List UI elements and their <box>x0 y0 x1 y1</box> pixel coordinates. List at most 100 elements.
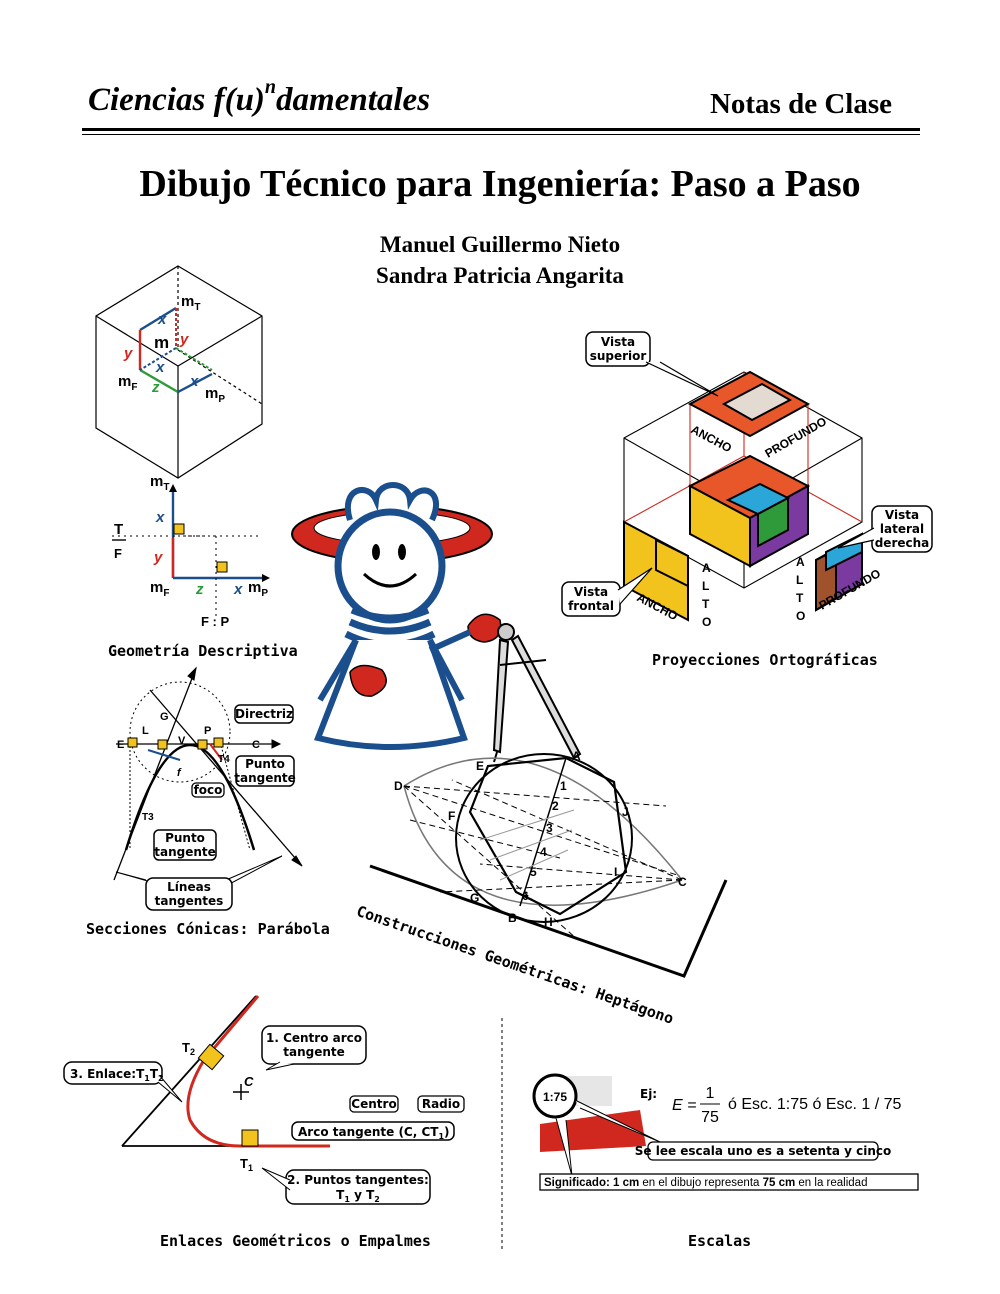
hep-4: 4 <box>540 845 547 859</box>
hep-G: G <box>470 891 479 905</box>
label-T2: T2 <box>182 1040 195 1057</box>
caption-enlaces: Enlaces Geométricos o Empalmes <box>160 1232 431 1250</box>
hep-I: I <box>614 865 617 879</box>
descriptive-geometry-projection <box>112 484 270 620</box>
caption-proyecciones: Proyecciones Ortográficas <box>652 651 878 669</box>
centro-label: Centro <box>351 1097 396 1111</box>
label-y2: y <box>179 331 189 348</box>
label-T4: T4 <box>218 754 230 765</box>
vista-superior-2: superior <box>590 349 647 363</box>
label-mP: mP <box>205 385 225 405</box>
foco-label: foco <box>194 783 223 797</box>
lineas-tangentes-2: tangentes <box>155 894 224 908</box>
parabola-callouts: Directriz Punto tangente foco Punto tang… <box>115 704 296 911</box>
punto-tangente-b-2: tangente <box>154 845 216 859</box>
caption-geometria: Geometría Descriptiva <box>108 642 298 660</box>
orthographic-top-view <box>687 370 811 438</box>
label-FP: F : P <box>201 614 229 629</box>
label-y: y <box>123 345 133 362</box>
hep-F: F <box>448 809 455 823</box>
magnifier-scale: 1:75 <box>543 1090 567 1104</box>
heptagon-figure <box>369 753 728 978</box>
label-G: G <box>160 711 169 723</box>
radio-label: Radio <box>422 1097 460 1111</box>
mascot <box>291 482 502 750</box>
hep-C: C <box>678 875 687 889</box>
label-x2: x <box>155 359 165 376</box>
geometric-fillet-figure <box>121 995 330 1148</box>
centro-arco-1: 1. Centro arco <box>266 1031 362 1045</box>
scale-figure: 1:75 Ej: E = 1 75 ó Esc. 1:75 ó Esc. 1 /… <box>532 1073 919 1191</box>
hep-E: E <box>476 759 484 773</box>
label-f: f <box>177 767 182 779</box>
significado-label: Significado: 1 cm en el dibujo represent… <box>544 1177 867 1189</box>
hep-D: D <box>394 779 403 793</box>
fillet-labels: T2 C T1 <box>182 1040 254 1173</box>
puntos-tangentes-1: 2. Puntos tangentes: <box>287 1173 429 1187</box>
hep-J: J <box>622 805 629 819</box>
puntos-tangentes-2: T1 y T2 <box>336 1188 380 1204</box>
author-2: Sandra Patricia Angarita <box>376 263 624 288</box>
heptagon-labels: A B C D E F G H I J 1 2 3 4 5 6 <box>394 749 687 929</box>
hep-1: 1 <box>560 779 567 793</box>
label-C: C <box>252 739 260 751</box>
hep-6: 6 <box>522 889 529 903</box>
fillet-callouts: 1. Centro arco tangente 3. Enlace:T1T2 C… <box>63 1025 465 1205</box>
vista-lateral-1: Vista <box>885 508 919 522</box>
hep-3: 3 <box>546 821 553 835</box>
punto-tangente-a-1: Punto <box>245 757 285 771</box>
caption-conicas: Secciones Cónicas: Parábola <box>86 920 330 938</box>
ej-label: Ej: <box>640 1087 657 1101</box>
caption-escalas: Escalas <box>688 1232 752 1250</box>
series-title: Ciencias f(u)ndamentales <box>88 76 431 118</box>
label-x-2d-b: x <box>233 581 243 598</box>
hep-B: B <box>508 911 517 925</box>
label-P: P <box>204 725 211 737</box>
label-m: m <box>154 333 169 352</box>
lineas-tangentes-1: Líneas <box>167 880 211 894</box>
label-mF: mF <box>118 373 137 393</box>
header-rule <box>82 128 920 131</box>
label-z: z <box>151 379 160 396</box>
label-z-2d: z <box>195 581 204 598</box>
alto-front-1: A <box>702 561 711 575</box>
equation-denominator: 75 <box>701 1109 719 1126</box>
vista-superior-1: Vista <box>601 335 635 349</box>
label-E: E <box>117 739 124 751</box>
label-mF-2d: mF <box>150 579 169 599</box>
punto-tangente-b-1: Punto <box>165 831 205 845</box>
hep-2: 2 <box>552 799 559 813</box>
descriptive-geometry-cube <box>95 265 263 479</box>
alto-side-1: A <box>796 555 805 569</box>
label-C-fillet: C <box>244 1074 254 1089</box>
label-y-2d: y <box>153 549 163 566</box>
equation-E: E = <box>672 1097 696 1114</box>
vista-frontal-2: frontal <box>568 599 614 613</box>
descriptive-geometry-projection-labels: mT x T F y mF z x mP F : P <box>114 473 268 629</box>
vista-frontal-1: Vista <box>574 585 608 599</box>
hep-5: 5 <box>530 865 537 879</box>
class-notes-label: Notas de Clase <box>709 88 892 120</box>
compass <box>492 623 582 763</box>
equation-rest: ó Esc. 1:75 ó Esc. 1 / 75 <box>728 1096 902 1113</box>
author-1: Manuel Guillermo Nieto <box>379 232 621 257</box>
label-L: L <box>142 725 149 737</box>
label-x: x <box>157 311 167 328</box>
vista-lateral-2: lateral <box>880 522 924 536</box>
label-x-2d: x <box>155 509 165 526</box>
hep-H: H <box>544 915 553 929</box>
directriz-label: Directriz <box>235 707 293 721</box>
orthographic-callouts: Vista superior Vista lateral derecha Vis… <box>561 331 933 617</box>
alto-front-3: T <box>702 597 710 611</box>
label-mT-2d: mT <box>150 473 169 493</box>
enlace-label: 3. Enlace:T1T2 <box>70 1067 164 1083</box>
se-lee-label: Se lee escala uno es a setenta y cinco <box>635 1144 892 1158</box>
punto-tangente-a-2: tangente <box>234 771 296 785</box>
label-F: F <box>114 546 122 561</box>
page-title: Dibujo Técnico para Ingeniería: Paso a P… <box>139 163 861 205</box>
descriptive-geometry-cube-labels: mT m mF mP x y y x z x <box>118 293 225 405</box>
parabola-labels: G L P E V C f T4 T3 <box>117 711 260 823</box>
label-mT: mT <box>181 293 200 313</box>
label-T1: T1 <box>240 1156 253 1173</box>
